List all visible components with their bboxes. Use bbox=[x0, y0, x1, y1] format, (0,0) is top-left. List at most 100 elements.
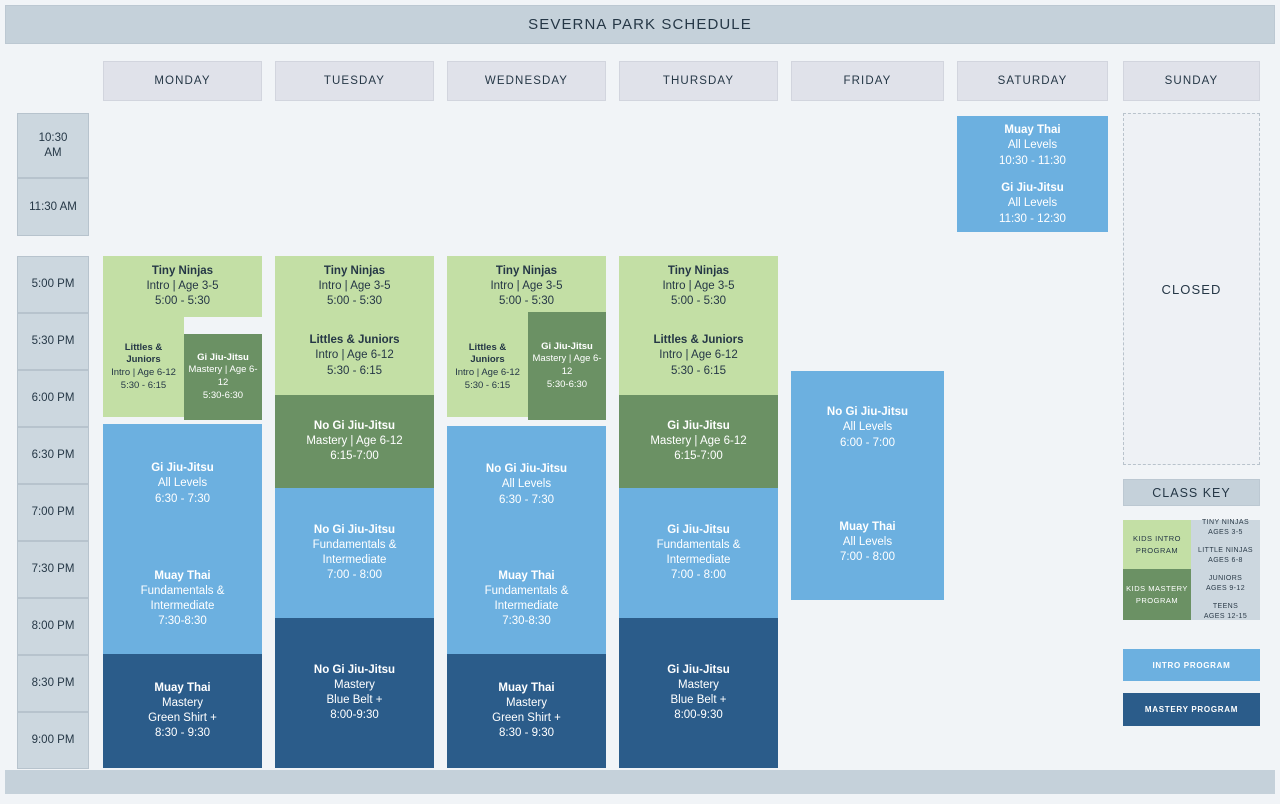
class-subtitle: Mastery | Age 6-12 bbox=[532, 353, 602, 377]
class-time: 5:30 - 6:15 bbox=[464, 379, 511, 391]
class-title: Muay Thai bbox=[154, 681, 211, 694]
time-slot: 8:30 PM bbox=[17, 655, 89, 712]
class-subtitle: Mastery | Age 6-12 bbox=[188, 364, 258, 388]
key-mastery-swatch: MASTERY PROGRAM bbox=[1123, 693, 1260, 726]
class-time: 10:30 - 11:30 bbox=[999, 154, 1066, 167]
class-title: No Gi Jiu-Jitsu bbox=[313, 663, 396, 676]
class-title: No Gi Jiu-Jitsu bbox=[826, 406, 909, 419]
class-time: 5:30 - 6:15 bbox=[327, 364, 382, 377]
class-time: 5:30-6:30 bbox=[202, 389, 244, 401]
class-title: Tiny Ninjas bbox=[323, 264, 386, 277]
class-time: 11:30 - 12:30 bbox=[999, 212, 1066, 225]
key-intro-swatch: INTRO PROGRAM bbox=[1123, 649, 1260, 681]
class-time: 6:30 - 7:30 bbox=[155, 492, 210, 505]
class-title: Tiny Ninjas bbox=[667, 264, 730, 277]
time-slot: 9:00 PM bbox=[17, 712, 89, 769]
time-slot: 7:30 PM bbox=[17, 541, 89, 598]
class-title: Gi Jiu-Jitsu bbox=[667, 523, 730, 536]
class-time: 8:00-9:30 bbox=[330, 709, 379, 722]
time-slot: 5:00 PM bbox=[17, 256, 89, 313]
class-subtitle: All Levels bbox=[1007, 139, 1058, 152]
class-title: Gi Jiu-Jitsu bbox=[197, 351, 249, 363]
class-title: No Gi Jiu-Jitsu bbox=[313, 523, 396, 536]
class-title: Muay Thai bbox=[498, 681, 555, 694]
class-title: No Gi Jiu-Jitsu bbox=[313, 419, 396, 432]
closed-label: CLOSED bbox=[1161, 281, 1222, 297]
class-subtitle: Mastery | Age 6-12 bbox=[306, 434, 403, 447]
class-subtitle: Intro | Age 3-5 bbox=[662, 279, 735, 292]
class-subtitle: Intro | Age 6-12 bbox=[455, 367, 520, 378]
time-slot: 8:00 PM bbox=[17, 598, 89, 655]
time-slot: 5:30 PM bbox=[17, 313, 89, 370]
class-subtitle: Fundamentals &Intermediate bbox=[656, 538, 741, 566]
day-header-friday[interactable]: FRIDAY bbox=[791, 61, 944, 101]
class-subtitle: All Levels bbox=[501, 478, 552, 491]
class-title: Gi Jiu-Jitsu bbox=[667, 663, 730, 676]
time-slot: 6:00 PM bbox=[17, 370, 89, 427]
class-subtitle: All Levels bbox=[1007, 197, 1058, 210]
class-time: 7:00 - 8:00 bbox=[840, 551, 895, 564]
class-subtitle: Intro | Age 6-12 bbox=[315, 349, 394, 362]
class-subtitle: Fundamentals &Intermediate bbox=[484, 584, 569, 612]
class-title: No Gi Jiu-Jitsu bbox=[485, 463, 568, 476]
class-time: 6:00 - 7:00 bbox=[840, 436, 895, 449]
class-time: 5:00 - 5:30 bbox=[327, 295, 382, 308]
class-time: 5:00 - 5:30 bbox=[155, 295, 210, 308]
class-title: Tiny Ninjas bbox=[495, 264, 558, 277]
schedule-title-bar: SEVERNA PARK SCHEDULE bbox=[5, 5, 1275, 44]
day-header-tuesday[interactable]: TUESDAY bbox=[275, 61, 434, 101]
day-header-wednesday[interactable]: WEDNESDAY bbox=[447, 61, 606, 101]
class-key-title: CLASS KEY bbox=[1123, 479, 1260, 506]
class-title: Littles & Juniors bbox=[468, 341, 507, 366]
class-subtitle: Fundamentals &Intermediate bbox=[140, 584, 225, 612]
class-time: 7:00 - 8:00 bbox=[327, 569, 382, 582]
day-header-saturday[interactable]: SATURDAY bbox=[957, 61, 1108, 101]
class-subtitle: All Levels bbox=[157, 477, 208, 490]
class-subtitle: Fundamentals &Intermediate bbox=[312, 538, 397, 566]
day-header-thursday[interactable]: THURSDAY bbox=[619, 61, 778, 101]
day-header-sunday[interactable]: SUNDAY bbox=[1123, 61, 1260, 101]
class-time: 6:30 - 7:30 bbox=[499, 493, 554, 506]
day-header-monday[interactable]: MONDAY bbox=[103, 61, 262, 101]
class-title: Gi Jiu-Jitsu bbox=[667, 419, 730, 432]
class-time: 5:00 - 5:30 bbox=[499, 295, 554, 308]
class-title: Muay Thai bbox=[498, 569, 555, 582]
class-time: 7:30-8:30 bbox=[158, 615, 207, 628]
class-time: 7:00 - 8:00 bbox=[671, 569, 726, 582]
